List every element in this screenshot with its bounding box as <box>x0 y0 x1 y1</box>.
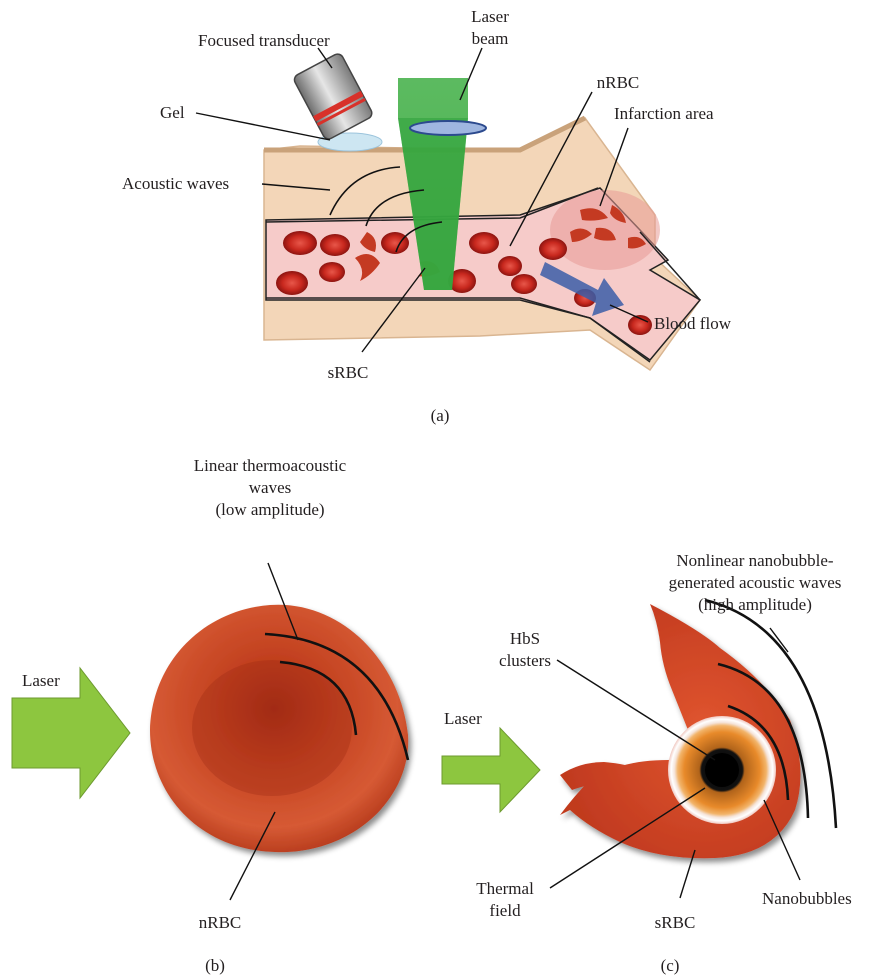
label-nonlinear-line3: (high amplitude) <box>640 594 870 616</box>
label-linear-waves-line3: (low amplitude) <box>150 499 390 521</box>
label-laser-b: Laser <box>22 670 60 692</box>
label-focused-transducer: Focused transducer <box>198 30 330 52</box>
label-thermal-line2: field <box>465 900 545 922</box>
focused-transducer-graphic <box>292 52 373 141</box>
label-thermal-line1: Thermal <box>465 878 545 900</box>
label-infarction-area: Infarction area <box>614 103 714 125</box>
caption-a: (a) <box>420 405 460 427</box>
lens <box>410 121 486 135</box>
label-blood-flow: Blood flow <box>654 313 731 335</box>
label-nrbc-a: nRBC <box>588 72 648 94</box>
label-hbs-line2: clusters <box>480 650 570 672</box>
label-laser-c: Laser <box>444 708 482 730</box>
label-hbs-line1: HbS <box>480 628 570 650</box>
label-nanobubbles: Nanobubbles <box>762 888 852 910</box>
caption-c: (c) <box>650 955 690 977</box>
label-gel: Gel <box>160 102 185 124</box>
panel-a-illustration <box>196 48 700 370</box>
hbs-cluster-core <box>705 753 739 787</box>
label-srbc-a: sRBC <box>318 362 378 384</box>
label-laser-beam-line2: beam <box>465 28 515 50</box>
label-nrbc-b: nRBC <box>190 912 250 934</box>
caption-b: (b) <box>195 955 235 977</box>
label-acoustic-waves: Acoustic waves <box>122 173 229 195</box>
label-linear-waves-line1: Linear thermoacoustic <box>150 455 390 477</box>
label-nonlinear-line1: Nonlinear nanobubble- <box>640 550 870 572</box>
leader-line <box>460 48 482 100</box>
label-linear-waves-line2: waves <box>150 477 390 499</box>
panel-b-illustration <box>12 563 408 900</box>
label-nonlinear-line2: generated acoustic waves <box>640 572 870 594</box>
laser-arrow-c <box>442 728 540 812</box>
leader-line <box>196 113 330 140</box>
label-srbc-c: sRBC <box>645 912 705 934</box>
label-laser-beam-line1: Laser <box>465 6 515 28</box>
